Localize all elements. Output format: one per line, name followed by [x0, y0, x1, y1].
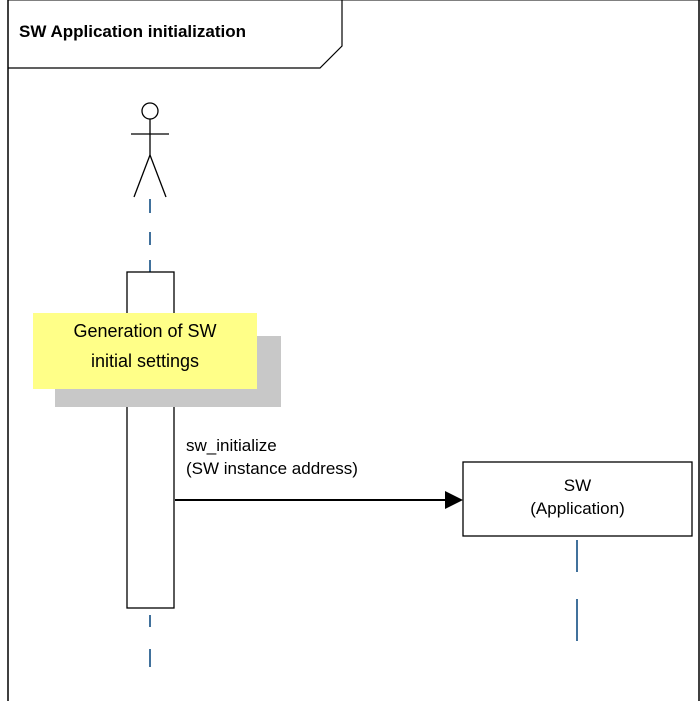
message-line-1: sw_initialize [186, 436, 277, 455]
frame-title: SW Application initialization [19, 22, 246, 41]
message-arrowhead [445, 491, 463, 509]
sw-object-line-2: (Application) [530, 499, 625, 518]
message-line-2: (SW instance address) [186, 459, 358, 478]
sw-object-box [462, 461, 693, 537]
sw-object-line-1: SW [563, 476, 592, 495]
note-line-2: initial settings [90, 351, 200, 371]
message-label: sw_initialize (SW instance address) [186, 434, 358, 480]
actor-icon [131, 102, 169, 198]
frame-title-tab [8, 0, 343, 69]
note-box [33, 313, 257, 389]
sw-object-label: SW (Application) [463, 474, 692, 520]
note-line-1: Generation of SW [73, 321, 217, 341]
note-label: Generation of SW initial settings [33, 316, 257, 376]
